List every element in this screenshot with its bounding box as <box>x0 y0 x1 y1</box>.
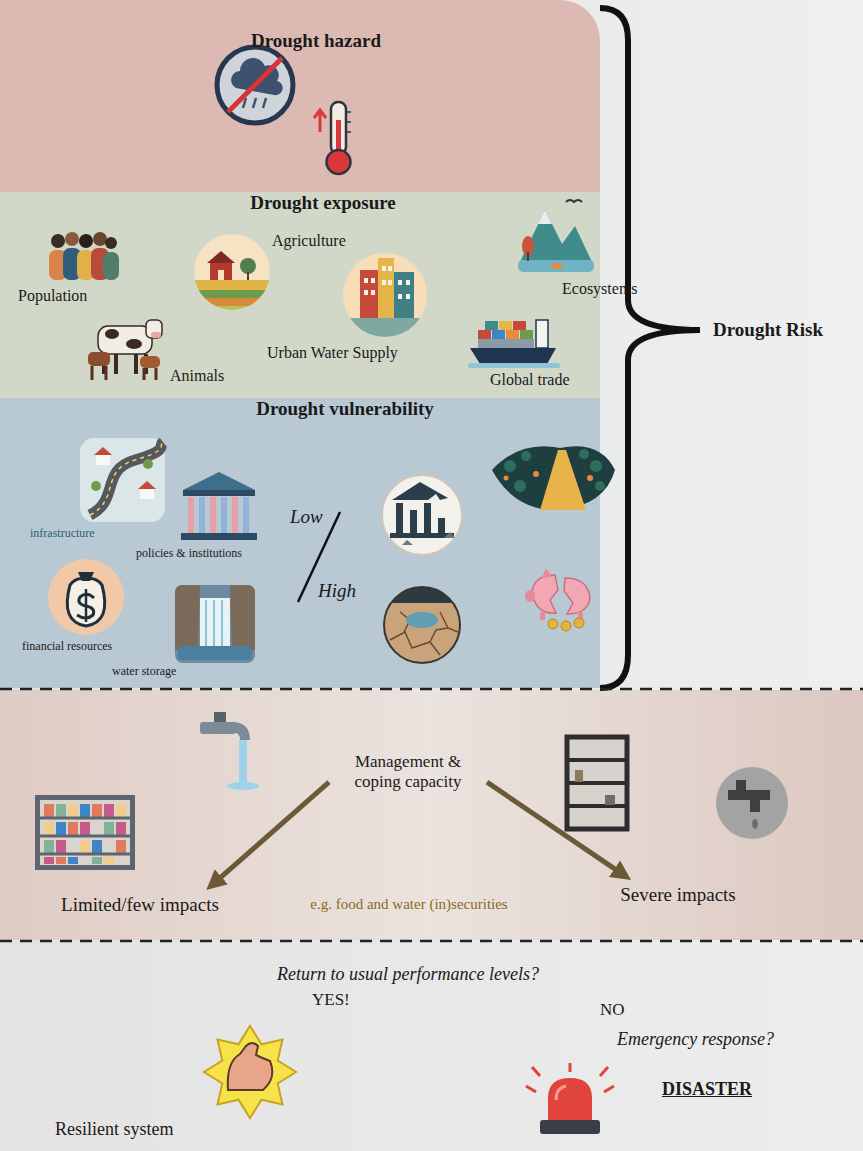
band-heading: Drought hazard <box>251 30 381 53</box>
node-text: Limited/few impacts <box>61 894 219 917</box>
question-label: Emergency response? <box>617 1029 774 1051</box>
node-text: Severe impacts <box>620 884 736 907</box>
brace-label: Drought Risk <box>713 319 823 342</box>
band-heading: e.g. food and water (in)securities <box>310 895 507 913</box>
exposure-band: Drought exposure <box>0 192 600 398</box>
band-heading: Return to usual performance levels? <box>277 964 539 986</box>
answer-label: NO <box>600 1000 625 1020</box>
outcome-node: Limited/few impacts <box>57 890 223 921</box>
vulnerability-label: water storage <box>112 664 176 678</box>
vulnerability-label: financial resources <box>22 639 112 653</box>
impacts-band: e.g. food and water (in)securities Manage… <box>0 690 863 940</box>
outcome-label: DISASTER <box>662 1079 752 1101</box>
exposure-label: Population <box>18 286 87 305</box>
exposure-label: Animals <box>170 366 224 385</box>
band-heading: Drought exposure <box>250 192 396 215</box>
section-divider <box>0 689 863 941</box>
answer-label: YES! <box>312 990 350 1010</box>
exposure-label: Urban Water Supply <box>267 343 398 362</box>
management-node: Management & coping capacity <box>329 748 487 797</box>
exposure-label: Ecosystems <box>562 279 638 298</box>
level-label: High <box>318 580 356 603</box>
exposure-label: Global trade <box>490 370 570 389</box>
vulnerability-label: infrastructure <box>30 526 95 540</box>
outcome-label: Resilient system <box>55 1119 174 1141</box>
vulnerability-label: policies & institutions <box>136 546 242 560</box>
node-text: Management & coping capacity <box>333 752 483 793</box>
level-label: Low <box>290 506 323 529</box>
exposure-label: Agriculture <box>272 231 346 250</box>
outcome-node: Severe impacts <box>616 880 740 911</box>
band-heading: Drought vulnerability <box>256 398 434 421</box>
risk-brace <box>600 8 700 688</box>
hazard-band: Drought hazard <box>0 0 600 192</box>
